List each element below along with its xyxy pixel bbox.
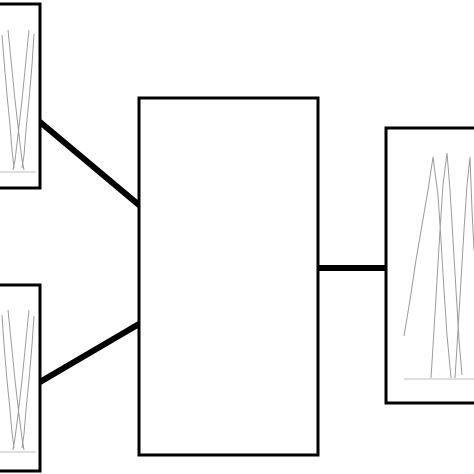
connector-bottom-input-to-processor: [35, 319, 144, 387]
input-top-curve-1: [1, 34, 15, 169]
input-plot-bottom-curves: [1, 309, 35, 451]
input-plot-top-frame: [0, 2, 42, 190]
input-top-curve-4: [21, 33, 35, 169]
input-plot-top: [0, 2, 42, 190]
processor-block: [137, 96, 320, 457]
output-curve-3: [454, 156, 474, 379]
connectors: [35, 117, 389, 387]
input-top-curve-2: [7, 29, 25, 171]
input-plot-top-curves: [1, 29, 35, 171]
input-plot-bottom-frame: [0, 283, 42, 473]
input-bottom-curve-1: [1, 314, 15, 449]
input-bottom-curve-3: [12, 309, 30, 451]
output-plot: [384, 126, 474, 405]
input-plot-bottom: [0, 283, 42, 473]
output-curve-2: [430, 152, 463, 379]
input-top-curve-3: [12, 29, 30, 171]
output-curve-1: [403, 156, 452, 379]
input-bottom-curve-2: [7, 309, 25, 451]
output-plot-curves: [403, 152, 474, 379]
connector-top-input-to-processor: [35, 117, 144, 210]
input-bottom-curve-4: [21, 315, 35, 449]
